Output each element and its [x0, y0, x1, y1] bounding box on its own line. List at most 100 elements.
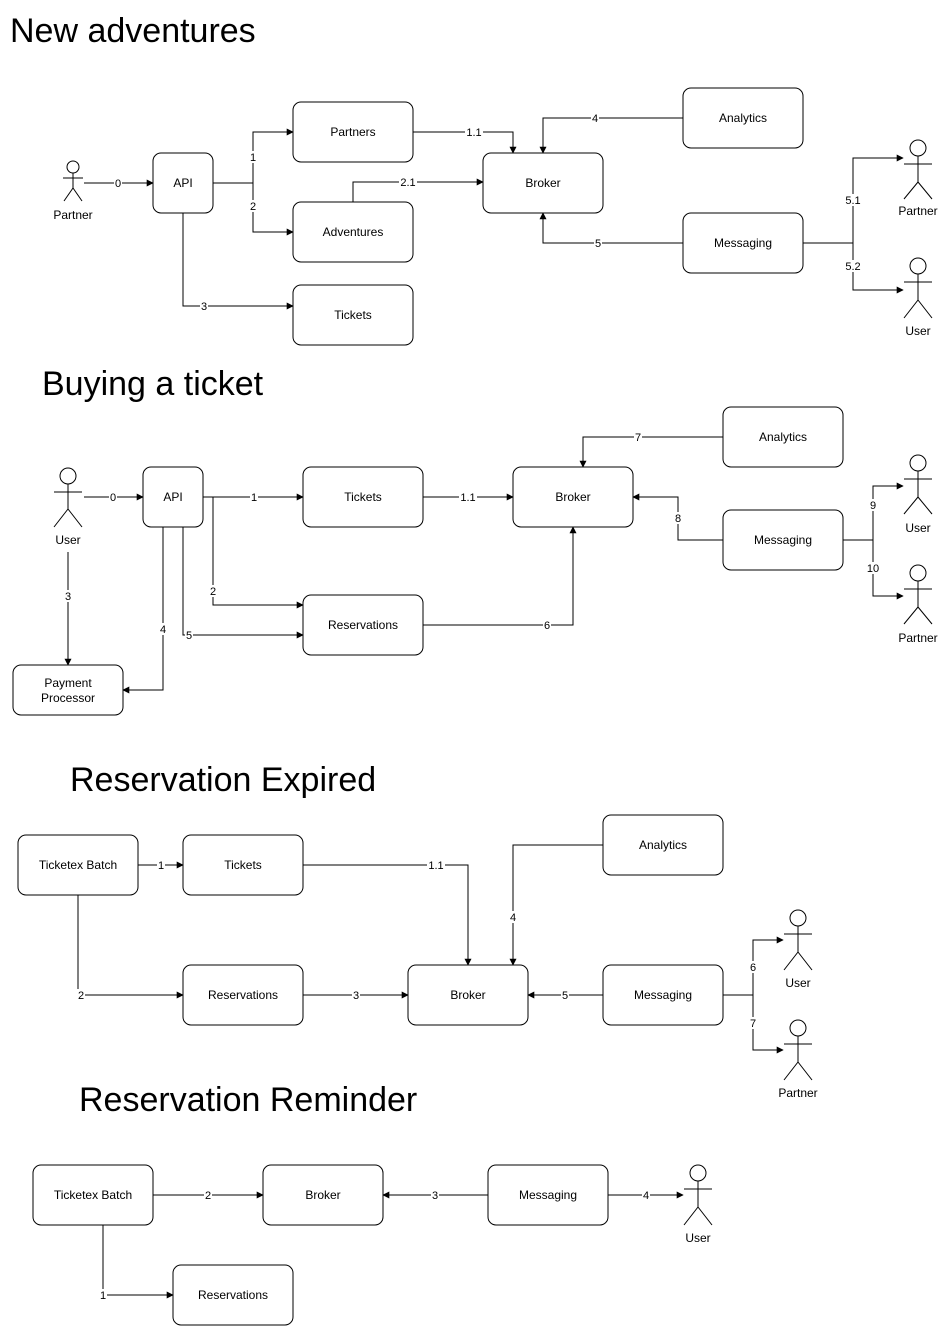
svg-text:3: 3: [65, 591, 71, 603]
node-ticketex-batch: Ticketex Batch: [32, 1164, 154, 1226]
svg-text:1: 1: [251, 492, 257, 504]
node-analytics: Analytics: [722, 406, 844, 468]
edge-5-2: 5.2: [843, 243, 904, 294]
svg-text:API: API: [163, 490, 182, 504]
edge-7: 7: [749, 995, 784, 1054]
section-title-reservation-reminder: Reservation Reminder: [79, 1081, 417, 1119]
svg-text:Ticketex Batch: Ticketex Batch: [39, 858, 117, 872]
edge-1-1: 1.1: [423, 491, 514, 504]
actor-label: User: [685, 1231, 710, 1245]
edge-2-1: 2.1: [352, 176, 484, 202]
edge-3: 3: [303, 989, 409, 1002]
svg-text:2: 2: [210, 586, 216, 598]
svg-text:Broker: Broker: [555, 490, 590, 504]
edge-4: 4: [122, 527, 167, 694]
svg-text:1.1: 1.1: [466, 127, 481, 139]
edge-5: 5: [527, 989, 603, 1002]
node-tickets: Tickets: [292, 284, 414, 346]
svg-text:7: 7: [750, 1018, 756, 1030]
node-broker: Broker: [512, 466, 634, 528]
actor-label: User: [905, 324, 930, 338]
edge-5-1: 5.1: [803, 154, 904, 244]
svg-text:4: 4: [592, 113, 598, 125]
svg-text:2: 2: [78, 990, 84, 1002]
actor-label: User: [55, 533, 80, 547]
svg-text:Adventures: Adventures: [323, 225, 384, 239]
edge-2: 2: [77, 895, 184, 1002]
actor-user-target: User: [683, 1164, 713, 1245]
node-adventures: Adventures: [292, 201, 414, 263]
section-title-buying-a-ticket: Buying a ticket: [42, 365, 264, 403]
svg-text:10: 10: [867, 563, 879, 575]
edge-6: 6: [423, 526, 577, 632]
svg-text:3: 3: [432, 1190, 438, 1202]
svg-text:8: 8: [675, 513, 681, 525]
svg-text:5: 5: [562, 990, 568, 1002]
node-messaging: Messaging: [487, 1164, 609, 1226]
node-broker: Broker: [482, 152, 604, 214]
svg-text:2: 2: [205, 1190, 211, 1202]
edge-1: 1: [213, 128, 294, 184]
node-messaging: Messaging: [682, 212, 804, 274]
svg-text:1.1: 1.1: [428, 860, 443, 872]
svg-text:Tickets: Tickets: [224, 858, 262, 872]
edge-5: 5: [182, 527, 304, 642]
node-reservations: Reservations: [182, 964, 304, 1026]
svg-text:0: 0: [110, 492, 116, 504]
svg-text:Messaging: Messaging: [714, 236, 772, 250]
actor-label: Partner: [53, 208, 92, 222]
edge-2: 2: [153, 1189, 264, 1202]
section-title-new-adventures: New adventures: [10, 12, 256, 50]
node-reservations: Reservations: [302, 594, 424, 656]
actor-user-target: User: [783, 909, 813, 990]
edge-2: 2: [249, 183, 294, 236]
edge-3: 3: [182, 213, 294, 313]
svg-text:API: API: [173, 176, 192, 190]
edge-1-1: 1.1: [303, 859, 472, 966]
node-api: API: [152, 152, 214, 214]
svg-text:Analytics: Analytics: [759, 430, 807, 444]
node-messaging: Messaging: [722, 509, 844, 571]
svg-text:Messaging: Messaging: [754, 533, 812, 547]
svg-text:Partners: Partners: [330, 125, 375, 139]
edge-7: 7: [579, 431, 723, 468]
svg-text:5.2: 5.2: [845, 261, 860, 273]
actor-label: Partner: [898, 204, 937, 218]
svg-text:0: 0: [115, 178, 121, 190]
edge-1: 1: [203, 491, 304, 504]
svg-text:Analytics: Analytics: [719, 111, 767, 125]
node-broker: Broker: [407, 964, 529, 1026]
edge-4: 4: [608, 1189, 684, 1202]
node-ticketex-batch: Ticketex Batch: [17, 834, 139, 896]
svg-text:4: 4: [643, 1190, 649, 1202]
svg-text:Ticketex Batch: Ticketex Batch: [54, 1188, 132, 1202]
svg-text:Tickets: Tickets: [344, 490, 382, 504]
node-messaging: Messaging: [602, 964, 724, 1026]
svg-text:Reservations: Reservations: [208, 988, 278, 1002]
actor-user-target: User: [903, 257, 933, 338]
svg-text:1: 1: [158, 860, 164, 872]
svg-text:Analytics: Analytics: [639, 838, 687, 852]
edge-0: 0: [84, 177, 154, 190]
edge-0: 0: [84, 491, 144, 504]
svg-text:Broker: Broker: [305, 1188, 340, 1202]
edge-10: 10: [866, 540, 904, 600]
node-api: API: [142, 466, 204, 528]
svg-text:5: 5: [186, 630, 192, 642]
edge-3: 3: [64, 552, 72, 666]
svg-text:1: 1: [250, 152, 256, 164]
svg-text:1.1: 1.1: [460, 492, 475, 504]
actor-label: User: [905, 521, 930, 535]
actor-user-source: User: [53, 467, 83, 547]
edge-5: 5: [539, 212, 683, 250]
actor-partner-target: Partner: [898, 564, 938, 645]
node-partners: Partners: [292, 101, 414, 163]
svg-text:3: 3: [201, 301, 207, 313]
svg-text:4: 4: [160, 624, 166, 636]
svg-text:Broker: Broker: [450, 988, 485, 1002]
edge-4: 4: [539, 112, 683, 154]
svg-text:6: 6: [544, 620, 550, 632]
edge-9: 9: [843, 482, 904, 541]
